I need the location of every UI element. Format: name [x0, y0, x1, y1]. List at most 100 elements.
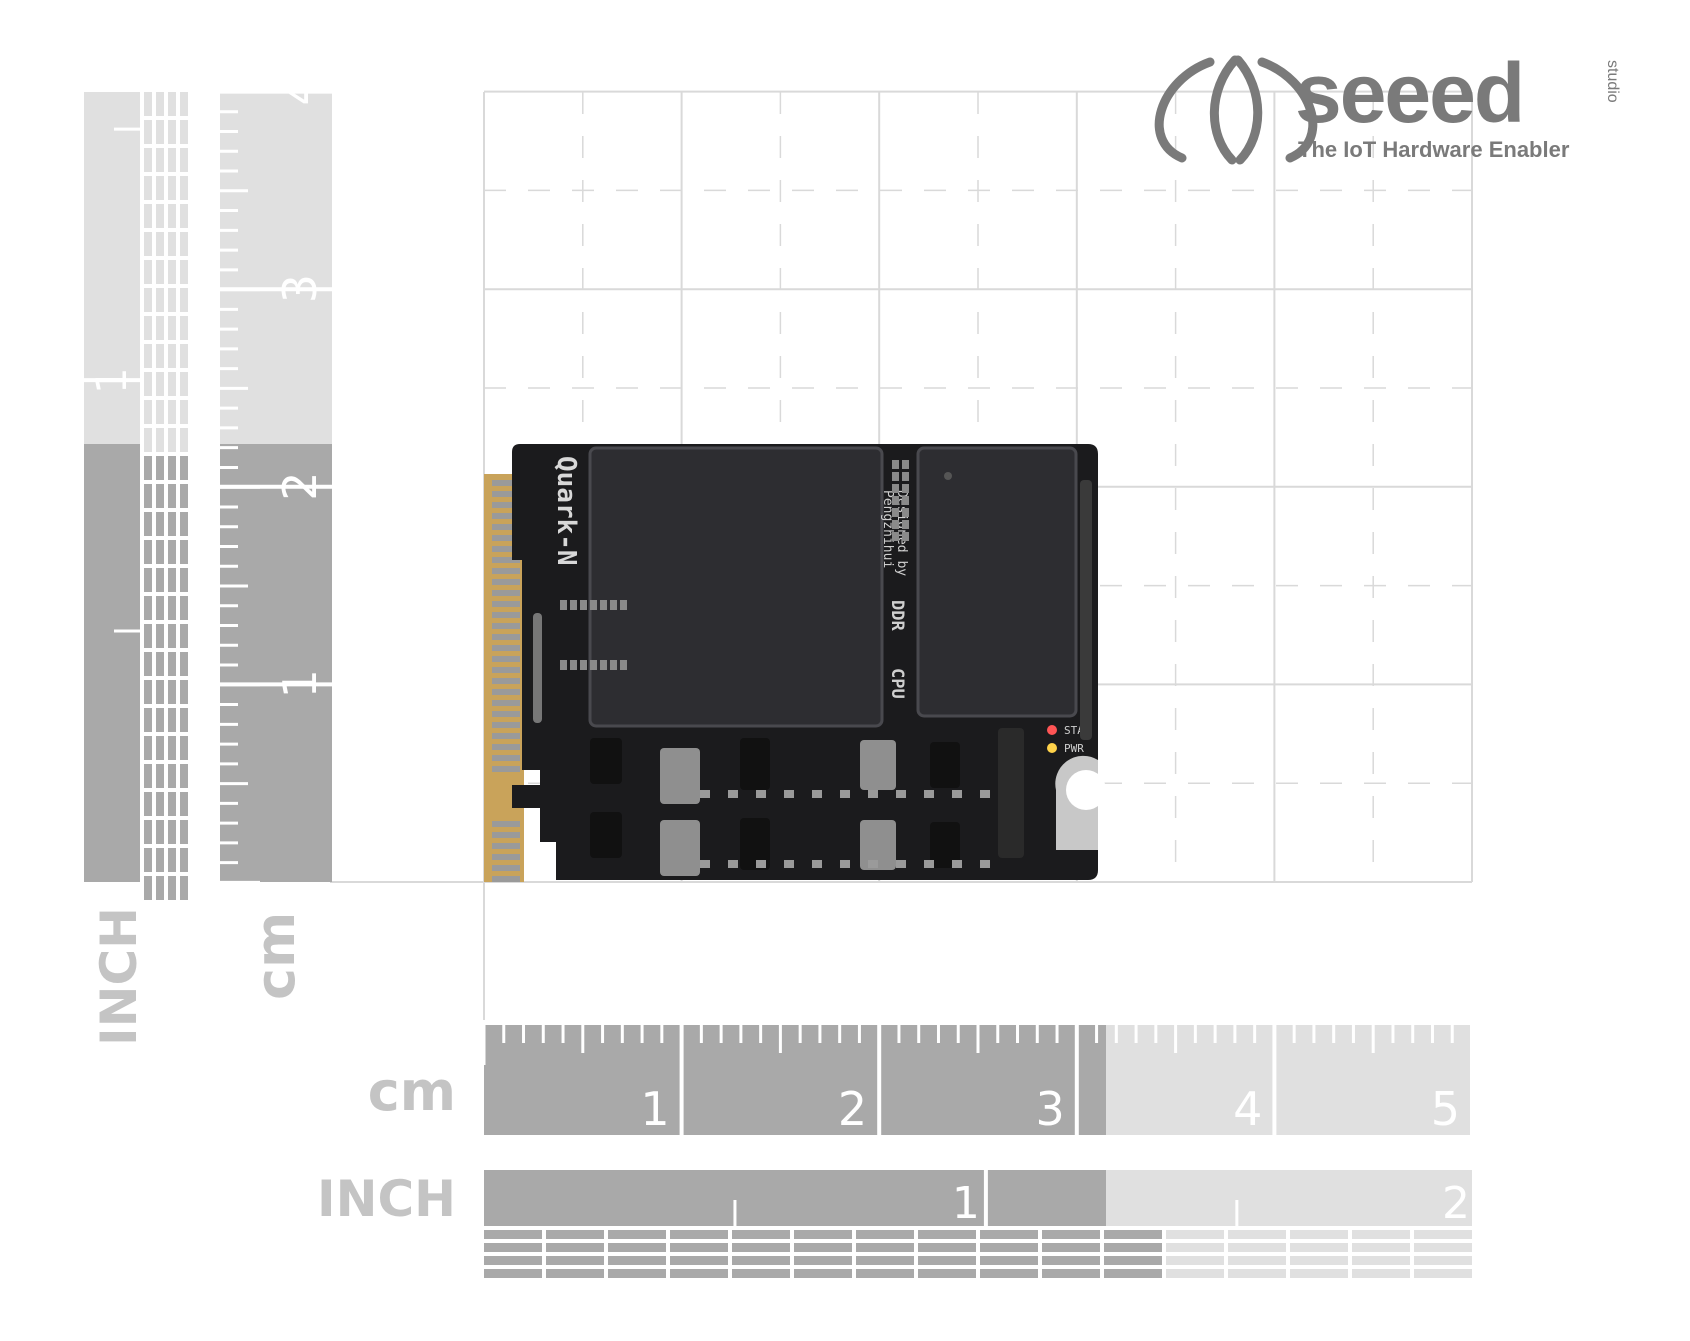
- ruler-scale-bar: [156, 596, 164, 620]
- vertical-inch-ruler: 1: [84, 92, 188, 900]
- ruler-scale-bar: [918, 1256, 976, 1265]
- ruler-scale-bar: [144, 876, 152, 900]
- smd-component: [740, 818, 770, 870]
- ruler-scale-bar: [168, 540, 176, 564]
- ruler-scale-bar: [144, 736, 152, 760]
- ruler-scale-bar: [156, 372, 164, 396]
- ruler-scale-bar: [168, 288, 176, 312]
- ruler-scale-bar: [1352, 1243, 1410, 1252]
- ruler-scale-bar: [980, 1243, 1038, 1252]
- connector-pin: [492, 634, 520, 640]
- passive-component: [812, 790, 822, 798]
- vertical-cm-tick-label: 2: [273, 472, 327, 501]
- ruler-scale-bar: [144, 232, 152, 256]
- ruler-scale-bar: [168, 316, 176, 340]
- passive-component: [812, 860, 822, 868]
- passive-component: [892, 472, 899, 481]
- ruler-scale-bar: [856, 1243, 914, 1252]
- ruler-scale-bar: [180, 736, 188, 760]
- ruler-scale-bar: [144, 792, 152, 816]
- connector-pin: [492, 821, 520, 827]
- ruler-scale-bar: [168, 120, 176, 144]
- ruler-scale-bar: [180, 120, 188, 144]
- passive-component: [896, 790, 906, 798]
- ruler-scale-bar: [794, 1256, 852, 1265]
- connector-pin: [492, 700, 520, 706]
- horizontal-cm-tick-label: 1: [640, 1082, 669, 1136]
- connector-pin: [492, 524, 520, 530]
- ruler-scale-bar: [484, 1230, 542, 1239]
- ruler-scale-bar: [168, 232, 176, 256]
- smd-component: [860, 740, 896, 790]
- ruler-scale-bar: [1414, 1230, 1472, 1239]
- ruler-scale-bar: [144, 176, 152, 200]
- ruler-scale-bar: [168, 764, 176, 788]
- passive-component: [902, 532, 909, 541]
- ruler-scale-bar: [1352, 1256, 1410, 1265]
- connector-pin: [492, 711, 520, 717]
- ruler-scale-bar: [156, 288, 164, 312]
- ruler-scale-bar: [168, 176, 176, 200]
- passive-component: [570, 660, 577, 670]
- ruler-scale-bar: [1290, 1243, 1348, 1252]
- ruler-scale-bar: [608, 1269, 666, 1278]
- passive-component: [590, 660, 597, 670]
- ruler-scale-bar: [670, 1230, 728, 1239]
- connector-pin: [492, 546, 520, 552]
- ruler-scale-bar: [156, 848, 164, 872]
- ruler-scale-bar: [168, 484, 176, 508]
- passive-component: [580, 600, 587, 610]
- connector-pin: [492, 480, 520, 486]
- ruler-scale-bar: [168, 260, 176, 284]
- connector-pin: [492, 590, 520, 596]
- ruler-scale-bar: [144, 120, 152, 144]
- ruler-scale-bar: [180, 876, 188, 900]
- ruler-scale-bar: [1290, 1256, 1348, 1265]
- passive-component: [868, 860, 878, 868]
- vertical-cm-tick-label: 1: [273, 669, 327, 698]
- ruler-scale-bar: [156, 176, 164, 200]
- ruler-scale-bar: [144, 848, 152, 872]
- ruler-scale-bar: [980, 1269, 1038, 1278]
- ruler-scale-bar: [732, 1269, 790, 1278]
- ruler-scale-bar: [144, 820, 152, 844]
- quark-n-board: Quark-N Designed by Pengzhihui DDR CPU S…: [484, 444, 1106, 882]
- ruler-scale-bar: [180, 680, 188, 704]
- ruler-scale-bar: [794, 1269, 852, 1278]
- ruler-scale-bar: [168, 596, 176, 620]
- smd-component: [660, 820, 700, 876]
- ruler-scale-bar: [144, 540, 152, 564]
- horizontal-inch-tick-label: 2: [1442, 1178, 1470, 1229]
- ruler-scale-bar: [918, 1230, 976, 1239]
- ruler-scale-bar: [144, 680, 152, 704]
- connector-pin: [492, 854, 520, 860]
- passive-component: [952, 790, 962, 798]
- ruler-scale-bar: [168, 344, 176, 368]
- ruler-scale-bar: [1228, 1243, 1286, 1252]
- passive-component: [756, 790, 766, 798]
- connector-pin: [492, 579, 520, 585]
- ruler-scale-bar: [156, 736, 164, 760]
- ruler-scale-bar: [180, 260, 188, 284]
- seeed-tagline: The IoT Hardware Enabler: [1298, 137, 1570, 162]
- passive-component: [580, 660, 587, 670]
- key-slot: [533, 613, 542, 723]
- connector-pin: [492, 513, 520, 519]
- ruler-scale-bar: [1228, 1269, 1286, 1278]
- ruler-scale-bar: [180, 792, 188, 816]
- ruler-scale-bar: [546, 1256, 604, 1265]
- ruler-scale-bar: [1290, 1230, 1348, 1239]
- ruler-scale-bar: [1042, 1243, 1100, 1252]
- passive-component: [980, 860, 990, 868]
- passive-component: [892, 532, 899, 541]
- horizontal-inch-unit: INCH: [317, 1170, 456, 1228]
- ruler-scale-bar: [156, 680, 164, 704]
- ruler-scale-bar: [156, 400, 164, 424]
- ruler-scale-bar: [180, 344, 188, 368]
- passive-component: [902, 508, 909, 517]
- ruler-scale-bar: [168, 820, 176, 844]
- ruler-scale-bar: [168, 148, 176, 172]
- ruler-scale-bar: [732, 1230, 790, 1239]
- ruler-scale-bar: [980, 1230, 1038, 1239]
